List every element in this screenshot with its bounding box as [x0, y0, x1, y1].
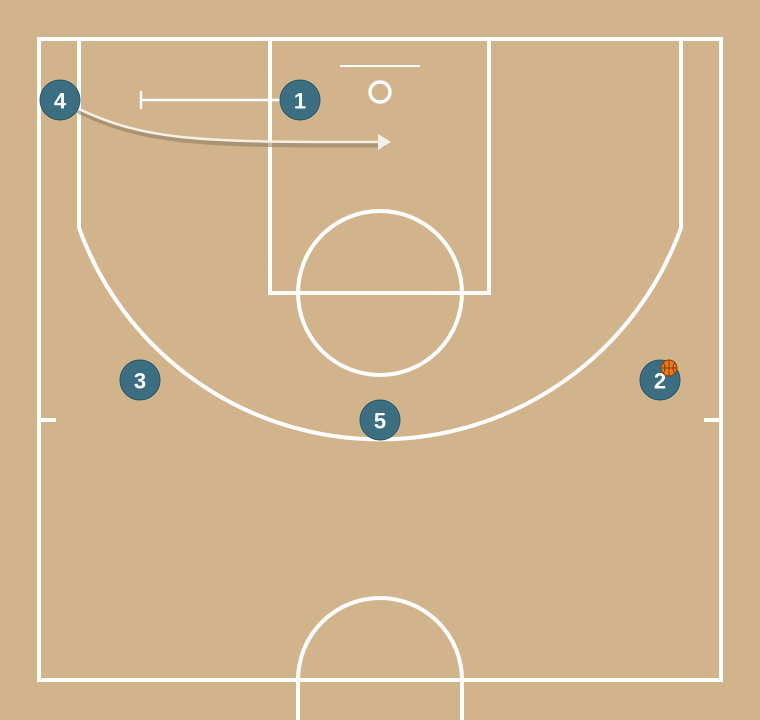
basketball-icon [660, 359, 678, 377]
cut-arrowhead [378, 134, 391, 150]
player-label: 5 [374, 409, 386, 434]
paint-lane [268, 37, 491, 295]
cut-action [59, 98, 391, 150]
screen-action [139, 91, 285, 109]
cut-path-shadow [59, 99, 386, 148]
center-circle [296, 596, 464, 720]
cut-path [60, 98, 382, 144]
player-label: 2 [654, 369, 666, 394]
player-label: 1 [294, 89, 306, 114]
rim [368, 80, 392, 104]
player-1[interactable]: 1 [279, 79, 321, 121]
player-label: 3 [134, 369, 146, 394]
player-4[interactable]: 4 [39, 79, 81, 121]
player-3[interactable]: 3 [119, 359, 161, 401]
player-5[interactable]: 5 [359, 399, 401, 441]
player-label: 4 [54, 89, 67, 114]
free-throw-circle [296, 209, 464, 377]
